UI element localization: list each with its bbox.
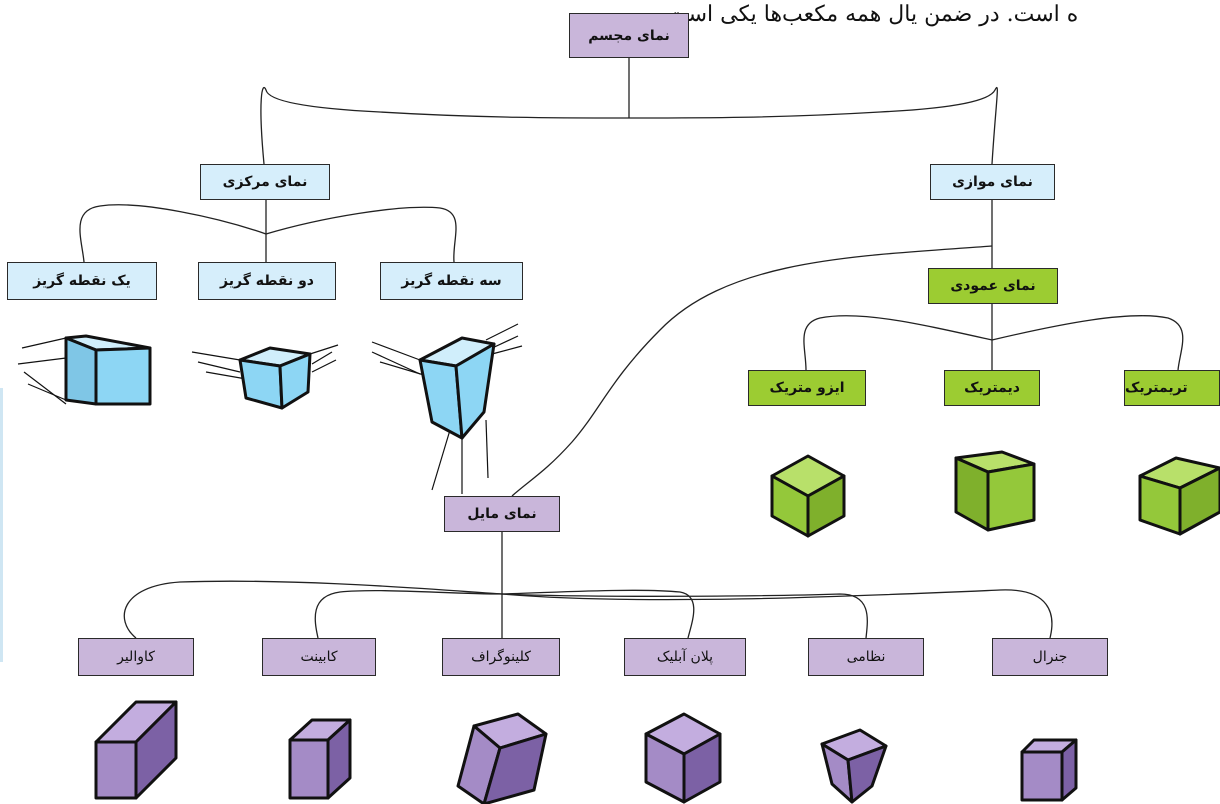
node-isometric-label: ایزو متریک	[769, 380, 845, 396]
node-central-label: نمای مرکزی	[222, 174, 308, 190]
node-three-point: سه نقطه گریز	[380, 262, 523, 300]
node-clinograph: کلینوگراف	[442, 638, 560, 676]
connector-ortho-to-tri	[991, 315, 1184, 371]
node-orthographic: نمای عمودی	[928, 268, 1058, 304]
node-isometric: ایزو متریک	[748, 370, 866, 406]
cube-cavalier-icon	[94, 700, 178, 800]
node-military: نظامی	[808, 638, 924, 676]
node-plan-oblique: پلان آبلیک	[624, 638, 746, 676]
node-clinograph-label: کلینوگراف	[471, 649, 531, 665]
node-dimetric-label: دیمتریک	[964, 380, 1020, 396]
node-three-point-label: سه نقطه گریز	[401, 273, 502, 289]
node-parallel: نمای موازی	[930, 164, 1055, 200]
connector-central-to-three	[265, 206, 457, 263]
cube-trimetric-icon	[1138, 456, 1220, 536]
connector-oblique-to-military	[501, 593, 868, 639]
node-dimetric: دیمتریک	[944, 370, 1040, 406]
connector-oblique-to-cabinet	[314, 589, 503, 639]
node-plan-oblique-label: پلان آبلیک	[656, 649, 714, 665]
cube-one-point-icon	[17, 334, 152, 406]
node-military-label: نظامی	[846, 649, 886, 665]
cube-cabinet-icon	[288, 718, 352, 800]
node-root-label: نمای مجسم	[588, 27, 670, 44]
node-trimetric-label: تریمتریک	[1125, 380, 1188, 396]
node-two-point: دو نقطه گریز	[198, 262, 336, 300]
node-general: جنرال	[992, 638, 1108, 676]
node-cabinet-label: کابینت	[300, 649, 338, 665]
node-central: نمای مرکزی	[200, 164, 330, 200]
node-oblique: نمای مایل	[444, 496, 560, 532]
cube-three-point-icon	[371, 323, 523, 494]
node-one-point: یک نقطه گریز	[7, 262, 157, 300]
node-cavalier-label: کاوالیر	[117, 649, 155, 665]
node-oblique-label: نمای مایل	[467, 506, 537, 522]
caption-text: ه است. در ضمن یال همه مکعب‌ها یکی است.	[660, 2, 1079, 27]
connector-root-to-central	[260, 87, 630, 165]
node-trimetric: تریمتریک	[1124, 370, 1220, 406]
node-orthographic-label: نمای عمودی	[950, 278, 1036, 294]
cube-general-icon	[1020, 738, 1078, 802]
node-general-label: جنرال	[1032, 649, 1068, 665]
cube-isometric-icon	[770, 454, 846, 538]
cube-military-icon	[820, 728, 888, 804]
connector-central-to-one	[79, 204, 267, 263]
connector-oblique-to-general	[501, 589, 1053, 639]
left-edge-strip	[0, 388, 3, 662]
cube-plan-oblique-icon	[644, 712, 722, 804]
cube-two-point-icon	[191, 344, 339, 410]
connector-root-to-parallel	[628, 87, 998, 165]
connector-oblique-to-cavalier	[123, 580, 503, 639]
cube-dimetric-icon	[954, 450, 1036, 532]
connector-parallel-to-oblique	[511, 245, 993, 497]
node-cabinet: کابینت	[262, 638, 376, 676]
node-root: نمای مجسم	[569, 13, 689, 58]
connector-ortho-to-iso	[803, 315, 993, 371]
node-one-point-label: یک نقطه گریز	[33, 273, 131, 289]
connector-oblique-to-plan	[501, 589, 695, 639]
node-cavalier: کاوالیر	[78, 638, 194, 676]
node-parallel-label: نمای موازی	[952, 174, 1033, 190]
node-two-point-label: دو نقطه گریز	[220, 273, 314, 289]
cube-clinograph-icon	[456, 712, 548, 804]
